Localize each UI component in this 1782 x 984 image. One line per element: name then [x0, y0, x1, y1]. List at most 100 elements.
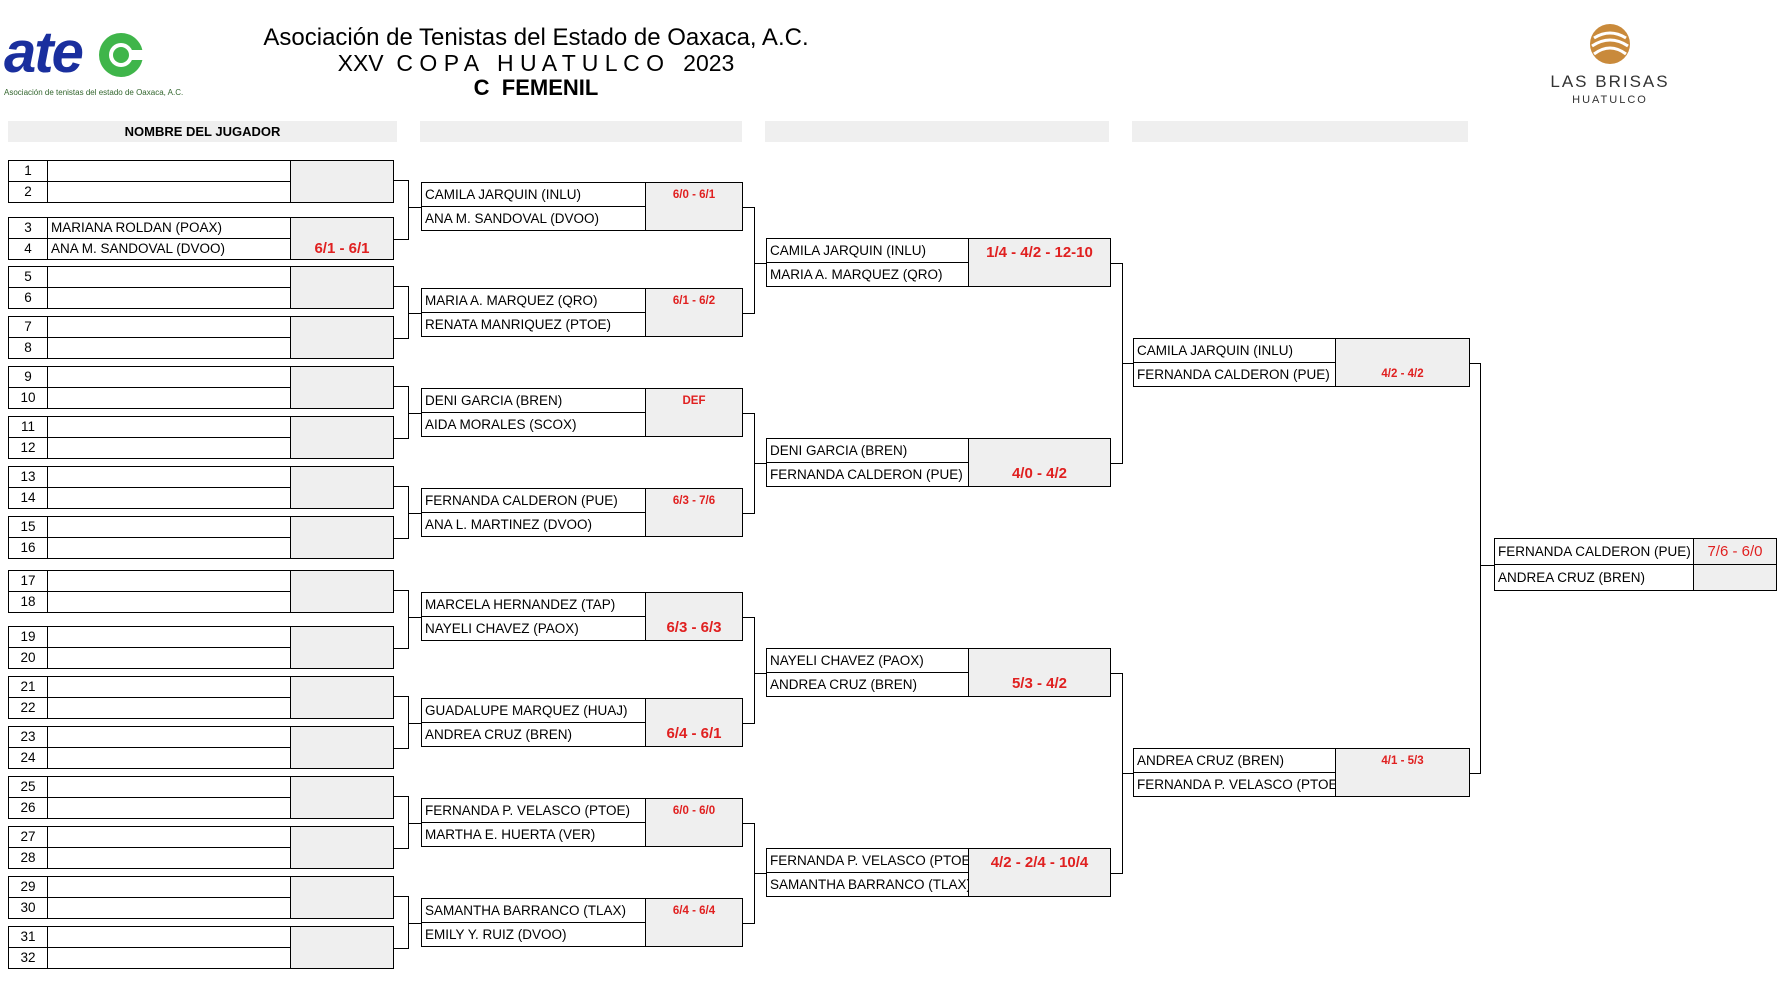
player-name[interactable]	[47, 847, 291, 869]
match-score	[290, 516, 394, 559]
player-name[interactable]: RENATA MANRIQUEZ (PTOE)	[421, 312, 646, 337]
connector-line	[393, 338, 409, 339]
player-name[interactable]: NAYELI CHAVEZ (PAOX)	[766, 648, 969, 673]
connector-line	[408, 696, 409, 749]
player-name[interactable]	[47, 516, 291, 538]
player-name[interactable]	[47, 747, 291, 769]
seed-number: 29	[8, 876, 48, 898]
player-name[interactable]: ANA M. SANDOVAL (DVOO)	[47, 238, 291, 260]
player-name[interactable]: DENI GARCIA (BREN)	[766, 438, 969, 463]
logo-text: ate	[4, 20, 84, 85]
player-name[interactable]	[47, 697, 291, 719]
player-name[interactable]: MARTHA E. HUERTA (VER)	[421, 822, 646, 847]
connector-line	[393, 590, 409, 591]
match-score	[290, 570, 394, 613]
player-name[interactable]: SAMANTHA BARRANCO (TLAX)	[421, 898, 646, 923]
player-name[interactable]: EMILY Y. RUIZ (DVOO)	[421, 922, 646, 947]
player-name[interactable]	[47, 926, 291, 948]
player-name[interactable]	[47, 897, 291, 919]
player-name[interactable]: CAMILA JARQUIN (INLU)	[421, 182, 646, 207]
connector-line	[1122, 773, 1134, 774]
final-score: 7/6 - 6/0	[1693, 538, 1777, 565]
seed-number: 27	[8, 826, 48, 848]
player-name[interactable]	[47, 160, 291, 182]
connector-line	[393, 748, 409, 749]
player-name[interactable]	[47, 266, 291, 288]
player-name[interactable]: CAMILA JARQUIN (INLU)	[766, 238, 969, 263]
match-score: 4/2 - 2/4 - 10/4	[968, 848, 1111, 897]
player-name[interactable]	[47, 570, 291, 592]
player-name[interactable]: FERNANDA P. VELASCO (PTOE)	[421, 798, 646, 823]
connector-line	[408, 513, 422, 514]
seed-number: 28	[8, 847, 48, 869]
player-name[interactable]	[47, 876, 291, 898]
connector-line	[408, 486, 409, 539]
player-name[interactable]	[47, 316, 291, 338]
page-title: Asociación de Tenistas del Estado de Oax…	[263, 24, 809, 51]
finalist-name[interactable]: FERNANDA CALDERON (PUE)	[1494, 538, 1694, 565]
category-title: C FEMENIL	[473, 75, 599, 100]
player-name[interactable]: DENI GARCIA (BREN)	[421, 388, 646, 413]
player-name[interactable]	[47, 797, 291, 819]
player-name[interactable]	[47, 416, 291, 438]
connector-line	[408, 923, 422, 924]
player-name[interactable]: ANDREA CRUZ (BREN)	[1133, 748, 1336, 773]
connector-line	[754, 873, 767, 874]
player-name[interactable]: MARIA A. MARQUEZ (QRO)	[421, 288, 646, 313]
player-name[interactable]: ANDREA CRUZ (BREN)	[421, 722, 646, 747]
player-name[interactable]: SAMANTHA BARRANCO (TLAX)	[766, 872, 969, 897]
player-name[interactable]	[47, 466, 291, 488]
player-name[interactable]: ANDREA CRUZ (BREN)	[766, 672, 969, 697]
seed-number: 13	[8, 466, 48, 488]
player-name[interactable]: MARIA A. MARQUEZ (QRO)	[766, 262, 969, 287]
player-name[interactable]: ANA L. MARTINEZ (DVOO)	[421, 512, 646, 537]
sponsor-name: LAS BRISAS	[1550, 72, 1670, 91]
match-score	[290, 876, 394, 919]
player-name[interactable]	[47, 287, 291, 309]
player-name[interactable]: FERNANDA CALDERON (PUE)	[421, 488, 646, 513]
player-name[interactable]	[47, 947, 291, 969]
match-score: 1/4 - 4/2 - 12-10	[968, 238, 1111, 287]
player-name[interactable]: MARIANA ROLDAN (POAX)	[47, 217, 291, 239]
connector-line	[1469, 773, 1481, 774]
match-score	[290, 466, 394, 509]
player-name[interactable]	[47, 366, 291, 388]
player-name[interactable]	[47, 337, 291, 359]
connector-line	[754, 263, 767, 264]
player-name[interactable]: ANA M. SANDOVAL (DVOO)	[421, 206, 646, 231]
final-score-blank	[1693, 564, 1777, 591]
player-name[interactable]	[47, 591, 291, 613]
match-score: 4/2 - 4/2	[1335, 338, 1470, 387]
player-name[interactable]: NAYELI CHAVEZ (PAOX)	[421, 616, 646, 641]
player-name[interactable]: FERNANDA CALDERON (PUE)	[1133, 362, 1336, 387]
match-score: 6/1 - 6/1	[290, 217, 394, 260]
player-name[interactable]: CAMILA JARQUIN (INLU)	[1133, 338, 1336, 363]
player-name[interactable]	[47, 726, 291, 748]
column-header-round4	[1132, 121, 1468, 142]
player-name[interactable]: MARCELA HERNANDEZ (TAP)	[421, 592, 646, 617]
player-name[interactable]	[47, 826, 291, 848]
connector-line	[742, 723, 755, 724]
player-name[interactable]: GUADALUPE MARQUEZ (HUAJ)	[421, 698, 646, 723]
match-score	[290, 826, 394, 869]
player-name[interactable]: FERNANDA CALDERON (PUE)	[766, 462, 969, 487]
player-name[interactable]	[47, 487, 291, 509]
player-name[interactable]	[47, 647, 291, 669]
player-name[interactable]	[47, 181, 291, 203]
player-name[interactable]: FERNANDA P. VELASCO (PTOE)	[766, 848, 969, 873]
seed-number: 10	[8, 387, 48, 409]
player-name[interactable]	[47, 776, 291, 798]
match-score	[290, 316, 394, 359]
player-name[interactable]: AIDA MORALES (SCOX)	[421, 412, 646, 437]
player-name[interactable]	[47, 437, 291, 459]
player-name[interactable]	[47, 387, 291, 409]
seed-number: 19	[8, 626, 48, 648]
match-score	[290, 366, 394, 409]
match-score: 6/3 - 7/6	[645, 488, 743, 537]
player-name[interactable]	[47, 626, 291, 648]
player-name[interactable]	[47, 537, 291, 559]
player-name[interactable]: FERNANDA P. VELASCO (PTOE)	[1133, 772, 1336, 797]
finalist-name[interactable]: ANDREA CRUZ (BREN)	[1494, 564, 1694, 591]
player-name[interactable]	[47, 676, 291, 698]
match-score: 6/4 - 6/4	[645, 898, 743, 947]
